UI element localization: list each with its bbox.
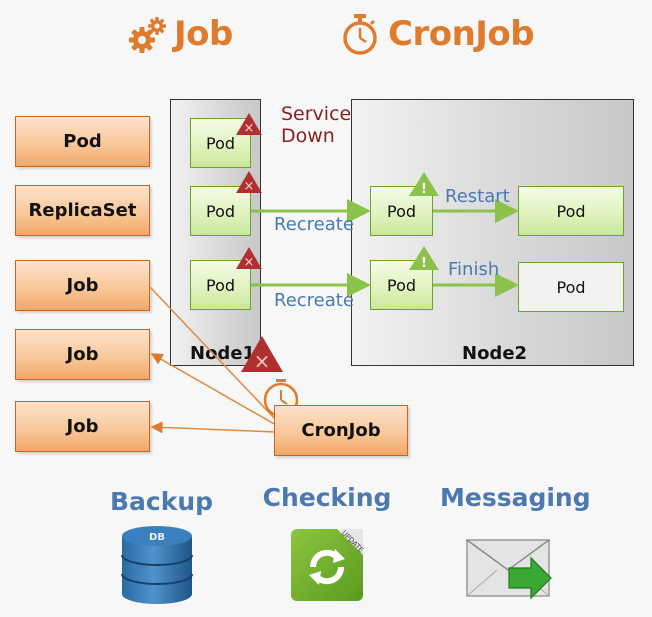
messaging-label: Messaging (440, 483, 591, 512)
node2-restarted-pod: Pod (518, 186, 624, 236)
service-down-line1: Service (281, 103, 352, 125)
recreate-label-2: Recreate (274, 290, 354, 311)
node1-pod-2: Pod (190, 186, 251, 236)
arrow-right-icon (508, 556, 552, 600)
envelope-icon (465, 536, 555, 600)
job-box-1: Job (15, 260, 150, 311)
job-box-3: Job (15, 401, 150, 452)
pod-box: Pod (15, 116, 150, 167)
node1-pod-3: Pod (190, 260, 251, 310)
cronjob-header: CronJob (340, 12, 540, 56)
node1-label: Node1 (190, 343, 256, 364)
replicaset-box: ReplicaSet (15, 185, 150, 236)
stopwatch-icon (343, 14, 377, 55)
service-down-line2: Down (281, 125, 335, 147)
job-title: Job (174, 14, 233, 54)
node2-finished-pod: Pod (518, 262, 624, 312)
node2-pod-2: Pod (370, 260, 433, 310)
recreate-label-1: Recreate (274, 214, 354, 235)
cronjob-box: CronJob (274, 405, 408, 456)
cronjob-to-job3-arrow (150, 421, 277, 434)
db-icon-label: DB (149, 532, 165, 543)
node2-pod-1: Pod (370, 186, 433, 236)
node1-pod-1: Pod (190, 118, 251, 168)
database-icon: DB (118, 522, 196, 608)
job-header: Job (128, 12, 248, 56)
checking-label: Checking (262, 483, 392, 512)
backup-label: Backup (110, 487, 214, 516)
finish-label: Finish (448, 259, 500, 280)
job-box-2: Job (15, 329, 150, 380)
restart-label: Restart (445, 186, 510, 207)
node2-label: Node2 (462, 343, 528, 364)
cronjob-title: CronJob (388, 14, 535, 54)
update-icon: UPDATE (289, 527, 365, 603)
gears-icon (129, 17, 166, 53)
